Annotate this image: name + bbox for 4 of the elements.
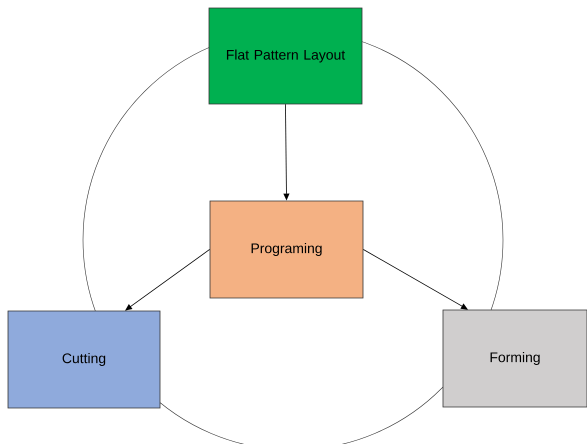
process-box: Forming [442, 310, 587, 408]
process-box: Programing [210, 200, 364, 298]
process-box: Cutting [8, 310, 160, 408]
process-box: Flat Pattern Layout [208, 8, 362, 104]
